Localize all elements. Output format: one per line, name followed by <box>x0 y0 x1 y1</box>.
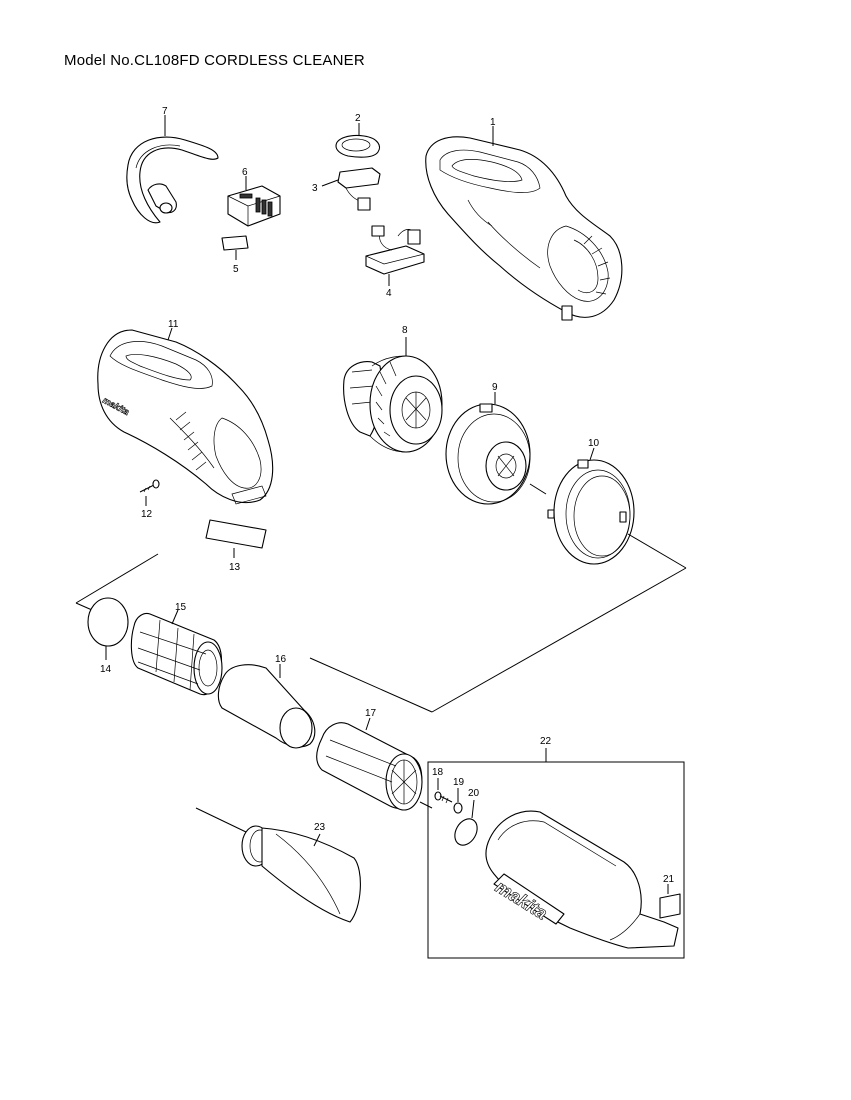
part-1-housing-set[interactable]: 1 <box>425 117 623 321</box>
part-8-motor[interactable]: 8 <box>343 325 443 453</box>
part-6-switch-module[interactable]: 6 <box>227 167 281 227</box>
assembly-line <box>75 553 159 604</box>
part-3-switch-lead[interactable]: 3 <box>312 167 381 211</box>
part-15-filter-cage[interactable]: 15 <box>130 602 223 696</box>
part-label-16: 16 <box>275 654 287 665</box>
part-label-19: 19 <box>453 777 465 788</box>
part-14-prefilter[interactable]: 14 <box>87 597 129 675</box>
part-label-4: 4 <box>386 288 392 299</box>
part-4-controller[interactable]: 4 <box>365 225 425 299</box>
leader-line <box>313 833 321 847</box>
part-9-fan-guide[interactable]: 9 <box>445 382 531 505</box>
leader-line <box>589 447 595 461</box>
part-11-housing[interactable]: makita 11 <box>97 319 274 505</box>
assembly-line <box>195 807 247 833</box>
part-2-switch-button[interactable]: 2 <box>335 113 381 158</box>
part-19-washer[interactable]: 19 <box>453 777 465 814</box>
part-label-18: 18 <box>432 767 444 778</box>
part-12-tapping-screw[interactable]: 12 <box>139 479 160 520</box>
assembly-line <box>75 602 93 611</box>
part-20-valve[interactable]: 20 <box>450 788 481 849</box>
assembly-line <box>529 483 547 495</box>
part-label-7: 7 <box>162 106 168 117</box>
page-title: Model No.CL108FD CORDLESS CLEANER <box>64 52 365 69</box>
part-label-20: 20 <box>468 788 480 799</box>
part-label-14: 14 <box>100 664 112 675</box>
part-22-dust-case-set[interactable]: 22 makita <box>427 736 685 959</box>
leader-line <box>471 799 475 819</box>
assembly-line <box>431 567 687 713</box>
part-10-front-cap[interactable]: 10 <box>547 438 635 565</box>
leader-line <box>321 179 339 187</box>
part-label-5: 5 <box>233 264 239 275</box>
part-17-filter-complete[interactable]: 17 <box>316 708 423 811</box>
part-label-21: 21 <box>663 874 675 885</box>
part-label-6: 6 <box>242 167 248 178</box>
part-label-9: 9 <box>492 382 498 393</box>
part-13-name-plate[interactable]: 13 <box>205 519 267 573</box>
part-label-12: 12 <box>141 509 153 520</box>
assembly-line <box>309 657 433 713</box>
part-label-2: 2 <box>355 113 361 124</box>
leader-line <box>365 717 371 731</box>
part-16-filter[interactable]: 16 <box>217 654 316 749</box>
part-label-17: 17 <box>365 708 377 719</box>
part-label-1: 1 <box>490 117 496 128</box>
leader-line <box>171 609 179 625</box>
leader-line <box>167 327 173 341</box>
assembly-line <box>627 533 687 569</box>
part-label-15: 15 <box>175 602 187 613</box>
part-label-11: 11 <box>168 319 179 330</box>
part-23-nozzle[interactable]: 23 <box>241 822 361 923</box>
part-7-grip-cover[interactable]: 7 <box>126 106 219 224</box>
part-label-3: 3 <box>312 183 318 194</box>
part-21-label[interactable]: 21 <box>659 874 681 919</box>
part-label-10: 10 <box>588 438 600 449</box>
part-label-8: 8 <box>402 325 408 336</box>
assembly-line <box>419 801 433 809</box>
part-label-23: 23 <box>314 822 326 833</box>
part-18-screw[interactable]: 18 <box>432 767 453 804</box>
part-label-22: 22 <box>540 736 552 747</box>
part-label-13: 13 <box>229 562 241 573</box>
dust-case-set-box <box>427 761 685 959</box>
part-5-label[interactable]: 5 <box>221 235 249 275</box>
